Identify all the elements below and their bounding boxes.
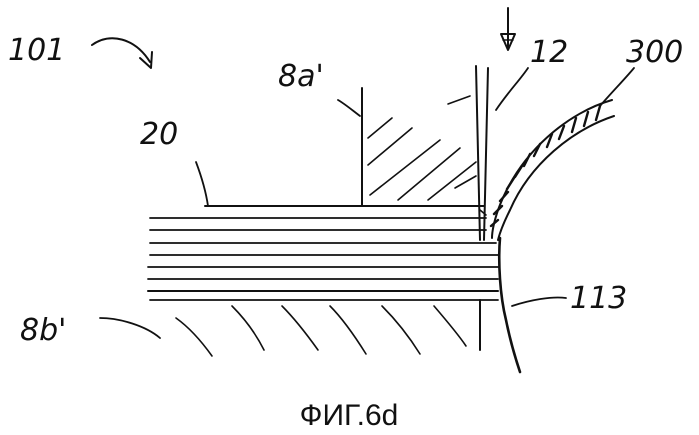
- label-12: 12: [530, 35, 568, 70]
- layer-stack: [148, 206, 498, 300]
- label-101: 101: [8, 33, 65, 68]
- label-20: 20: [140, 117, 178, 152]
- leader-300: [600, 68, 634, 106]
- skin-layer: [491, 100, 614, 240]
- label-8a: 8a': [278, 59, 324, 94]
- down-arrow-icon: [501, 8, 515, 50]
- figure-caption: ФИГ.6d: [300, 399, 399, 432]
- label-300: 300: [626, 35, 683, 70]
- upper-clamp: [362, 88, 476, 206]
- leader-8b: [100, 318, 160, 338]
- leader-8a: [338, 100, 360, 116]
- lower-clamp: [176, 306, 466, 356]
- blade: [476, 66, 488, 350]
- label-8b: 8b': [20, 313, 66, 348]
- label-113: 113: [570, 281, 627, 316]
- arrow-101-head: [140, 52, 152, 68]
- leader-12: [496, 68, 528, 110]
- leader-20: [196, 162, 208, 206]
- leader-113: [512, 297, 566, 306]
